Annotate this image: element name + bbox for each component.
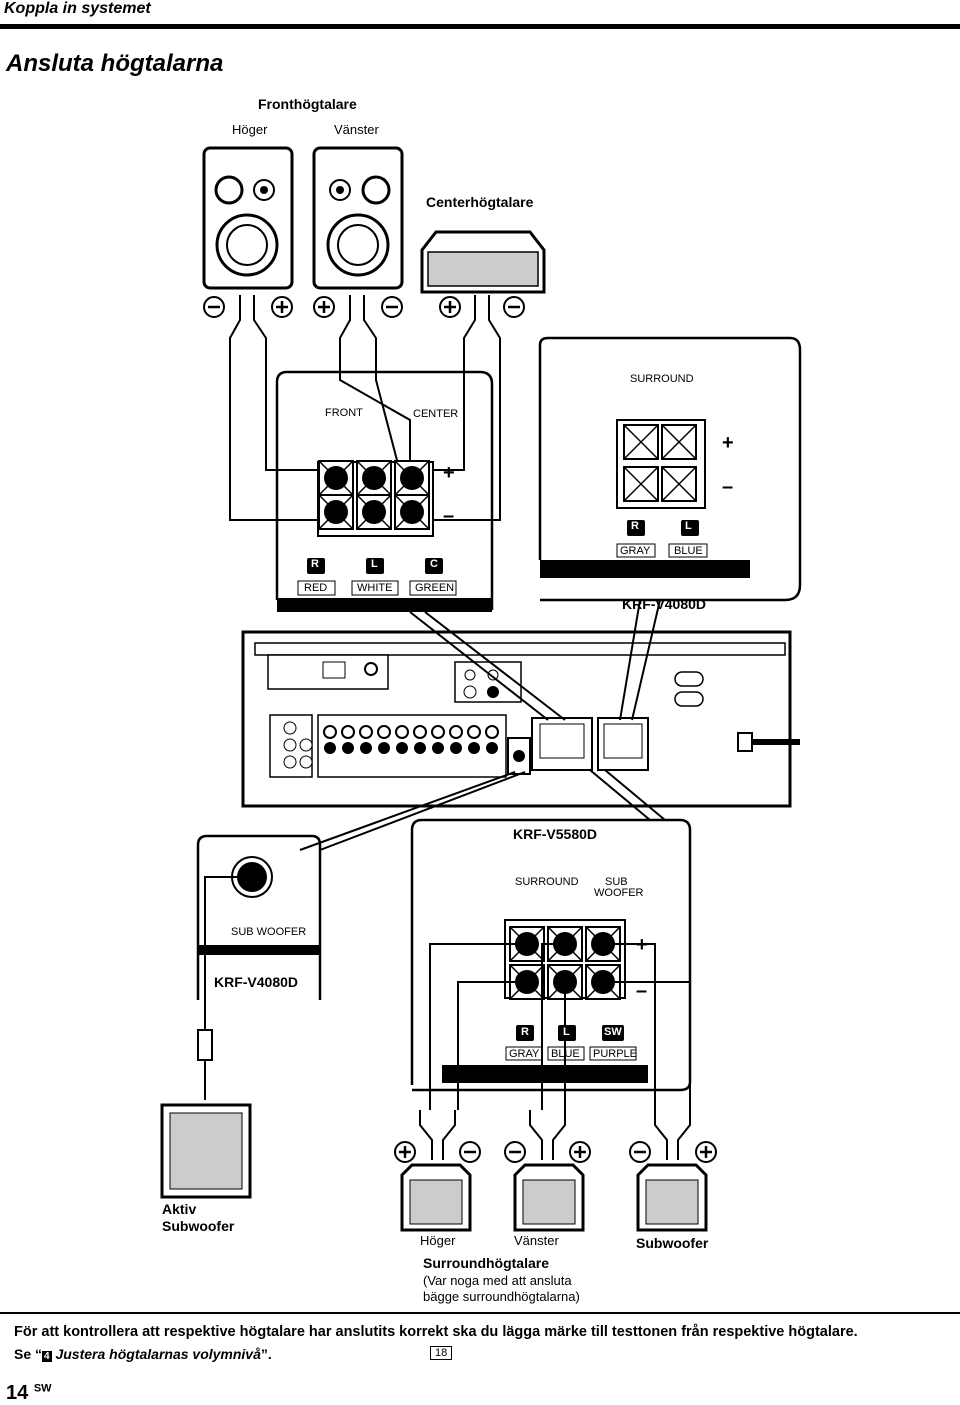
surround-plus: + [722,432,734,454]
bottom-terminal-panel [410,818,692,1092]
front-left-label: Vänster [334,122,379,137]
subwoofer-out-panel [196,834,322,1100]
rca-jacks [323,725,499,754]
page-ref-icon: 18 [430,1346,453,1360]
receiver-rear-panel [241,630,800,808]
sub-woofer-out-label: SUB WOOFER [231,926,307,938]
page-suffix: SW [33,1382,52,1395]
surround-right-label: Höger [420,1233,456,1248]
front-right-speaker [202,146,294,290]
surround-terminal-panel [538,336,802,602]
front-group-label: Fronthögtalare [258,96,357,112]
page-number-value: 14 [6,1382,29,1404]
header-rule [0,24,960,29]
surround-left-label: Vänster [514,1233,559,1248]
green-label: GREEN [415,582,455,594]
l-tag: L [371,558,378,570]
passive-subwoofer [636,1163,708,1232]
bottom-sw-tag: SW [604,1026,622,1038]
minus-sign: – [443,505,455,527]
c-tag: C [430,558,438,570]
front-left-speaker [312,146,404,290]
page-title: Ansluta högtalarna [6,50,224,77]
bottom-plus: + [636,934,648,956]
gray-label-bottom: GRAY [509,1048,540,1060]
active-sub-label-2: Subwoofer [162,1218,235,1234]
bottom-minus: – [636,980,648,1002]
purple-label-bottom: PURPLE [593,1048,638,1060]
surround-speakers-label: Surroundhögtalare [423,1255,550,1271]
model-label-sub: KRF-V4080D [214,974,299,990]
center-speaker-label: Centerhögtalare [426,194,534,210]
blue-label-bottom: BLUE [551,1048,580,1060]
woofer-label: WOOFER [594,887,644,899]
subwoofer-label: Subwoofer [636,1235,709,1251]
red-label: RED [304,582,328,594]
footer-prefix: Se “ [14,1346,43,1362]
surround-note-2: bägge surroundhögtalarna) [423,1289,580,1304]
footer-instruction: För att kontrollera att respektive högta… [14,1324,858,1340]
center-speaker [420,230,546,294]
active-sub-label-1: Aktiv [162,1201,197,1217]
surround-bottom-label: SURROUND [515,876,579,888]
footer-suffix: ”. [260,1346,272,1362]
r-tag: R [311,558,319,570]
sub-label: SUB [605,876,628,888]
plus-sign: + [443,462,455,484]
bottom-l-tag: L [563,1026,570,1038]
front-terminal-label: FRONT [325,407,363,419]
white-label: WHITE [357,582,393,594]
section-header: Koppla in systemet [4,0,151,17]
surround-left-speaker [513,1163,585,1232]
surround-r-tag: R [631,520,639,532]
front-right-label: Höger [232,122,268,137]
bottom-r-tag: R [521,1026,529,1038]
front-terminal-panel [275,370,494,612]
step-badge: 4 [42,1351,52,1362]
model-label-top: KRF-V4080D [622,596,707,612]
model-label-bottom: KRF-V5580D [513,826,598,842]
surround-top-label: SURROUND [630,373,694,385]
surround-note-1: (Var noga med att ansluta [423,1273,572,1288]
active-subwoofer [160,1103,252,1199]
blue-label-top: BLUE [674,545,703,557]
footer-step-title: Justera högtalarnas volymnivå [51,1346,261,1362]
footer-reference: Se “4 Justera högtalarnas volymnivå”. [14,1346,272,1362]
page-number: 14 SW [6,1382,52,1405]
surround-right-speaker [400,1163,472,1232]
center-terminal-label: CENTER [413,408,459,420]
surround-l-tag: L [685,520,692,532]
surround-minus: – [722,476,734,498]
gray-label-top: GRAY [620,545,651,557]
